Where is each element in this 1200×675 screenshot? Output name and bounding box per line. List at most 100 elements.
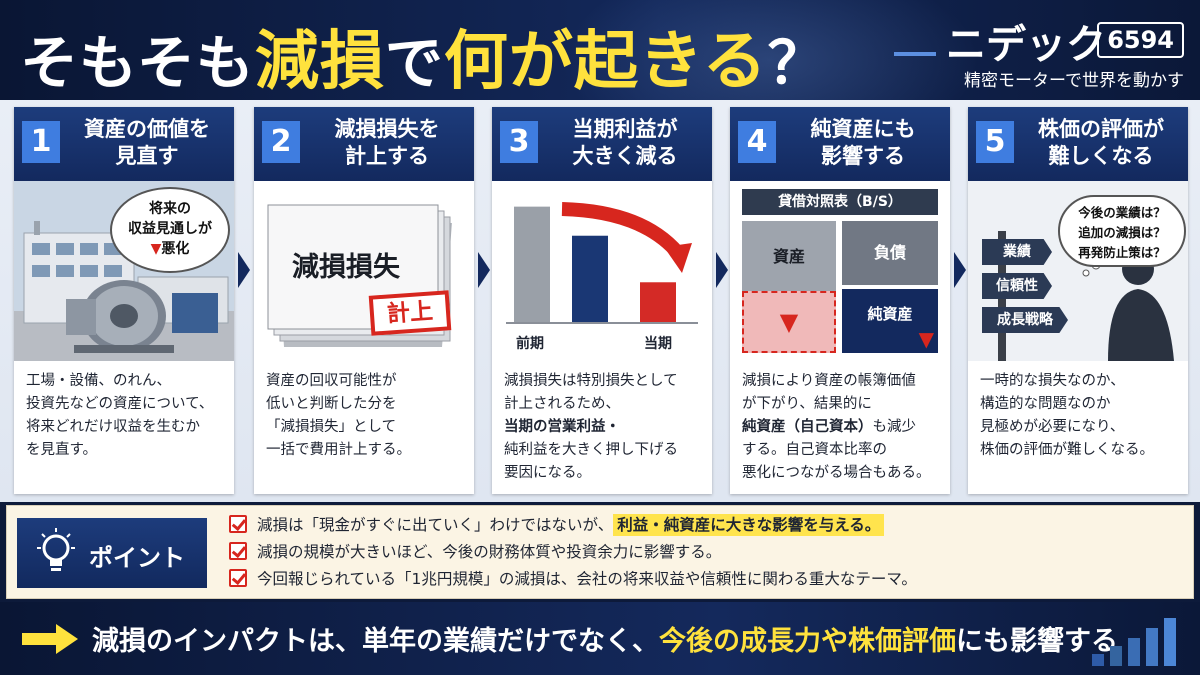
document-illustration: 減損損失 計上	[254, 181, 474, 361]
title-part2: で	[384, 29, 444, 97]
down-arrow-icon: ▼	[918, 327, 934, 351]
description-line: 一括で費用計上する。	[266, 442, 411, 458]
balance-sheet-illustration: 貸借対照表（B/S） 資産 ▼ 負債 純資産 ▼	[730, 181, 950, 361]
lightbulb-icon	[37, 528, 75, 571]
bubble-line: 収益見通しが	[128, 221, 212, 237]
chevron-right-icon	[238, 252, 250, 288]
step-number: 1	[22, 121, 60, 163]
description-line: 減損損失は特別損失として	[504, 373, 678, 389]
profit-bar-2	[572, 235, 608, 323]
step-header: 2 減損損失を 計上する	[254, 107, 474, 181]
growth-bars-icon	[1092, 618, 1176, 666]
description-line: する。自己資本比率の	[742, 442, 887, 458]
description-line: 工場・設備、のれん、	[26, 373, 171, 389]
point-label: ポイント	[89, 544, 185, 572]
down-arrow-icon: ▼	[779, 308, 799, 336]
decline-arrow-head	[664, 243, 692, 273]
description-line: 構造的な問題なのか	[980, 396, 1111, 412]
down-arrow-icon: ▼	[150, 241, 162, 257]
description-line: 将来どれだけ収益を生むか	[26, 419, 200, 435]
step-header: 5 株価の評価が 難しくなる	[968, 107, 1188, 181]
point-panel: ポイント 減損は「現金がすぐに出ていく」わけではないが、利益・純資産に大きな影響…	[6, 505, 1194, 599]
bottom-message: 減損のインパクトは、単年の業績だけでなく、今後の成長力や株価評価にも影響する	[92, 626, 1118, 657]
sign-performance: 業績	[982, 239, 1052, 265]
point-item: 減損は「現金がすぐに出ていく」わけではないが、利益・純資産に大きな影響を与える。	[229, 512, 1179, 539]
step-description: 減損損失は特別損失として 計上されるため、 当期の営業利益・ 純利益を大きく押し…	[504, 370, 704, 485]
outlook-bubble: 将来の 収益見通しが ▼悪化	[110, 187, 230, 273]
description-line: 悪化につながる場合もある。	[742, 465, 931, 481]
description-line: 純利益を大きく押し下げる	[504, 442, 678, 458]
title-highlight2: 何が起きる	[443, 25, 768, 99]
bs-assets-label: 資産	[772, 247, 805, 266]
step-title: 株価の評価が 難しくなる	[1020, 116, 1182, 170]
bs-impaired-assets: ▼	[742, 291, 836, 353]
step-title-line: 難しくなる	[1048, 144, 1154, 168]
header: そもそも減損で何が起きる？ ニデック 6594 精密モーターで世界を動かす	[0, 0, 1200, 100]
step-title: 当期利益が 大きく減る	[544, 116, 706, 170]
bubble-line-with-arrow: ▼悪化	[150, 241, 190, 257]
step-description: 一時的な損失なのか、 構造的な問題なのか 見極めが必要になり、 株価の評価が難し…	[980, 370, 1180, 462]
checkbox-checked-icon	[229, 569, 247, 587]
step-card-4: 4 純資産にも 影響する 貸借対照表（B/S） 資産 ▼ 負債 純資産 ▼ 減損…	[730, 107, 950, 494]
description-line: 見極めが必要になり、	[980, 419, 1125, 435]
step-card-2: 2 減損損失を 計上する 減損損失 計上 資産の回収可能性が 低いと判断した分を…	[254, 107, 474, 494]
step-title: 純資産にも 影響する	[782, 116, 944, 170]
impairment-loss-label: 減損損失	[292, 252, 400, 283]
brand-block: ニデック 6594 精密モーターで世界を動かす	[894, 8, 1184, 94]
brand-name: ニデック	[946, 22, 1106, 68]
step-title: 減損損失を 計上する	[306, 116, 468, 170]
question-line: 今後の業績は？	[1078, 205, 1166, 220]
description-line-bold: 当期の営業利益・	[504, 419, 620, 435]
question-line: 再発防止策は？	[1078, 245, 1166, 260]
title-part1: そもそも	[20, 29, 255, 97]
step-title-line: 影響する	[821, 144, 905, 168]
step-header: 3 当期利益が 大きく減る	[492, 107, 712, 181]
step-number: 3	[500, 121, 538, 163]
bubble-line: 将来の	[149, 201, 191, 217]
step-title: 資産の価値を 見直す	[66, 116, 228, 170]
step-title-line: 計上する	[345, 144, 429, 168]
step-header: 1 資産の価値を 見直す	[14, 107, 234, 181]
point-badge: ポイント	[17, 518, 207, 588]
description-line: が下がり、結果的に	[742, 396, 872, 412]
chevron-right-icon	[954, 252, 966, 288]
chart-label-previous: 前期	[516, 336, 544, 352]
step-number: 5	[976, 121, 1014, 163]
step-description: 減損により資産の帳簿価値 が下がり、結果的に 純資産（自己資本）も減少 する。自…	[742, 370, 942, 485]
arrow-right-icon	[22, 624, 78, 654]
question-line: 追加の減損は？	[1078, 225, 1166, 240]
description-line: 資産の回収可能性が	[266, 373, 397, 389]
profit-bar-1	[514, 206, 550, 323]
step-title-line: 純資産にも	[810, 117, 916, 141]
step-title-line: 当期利益が	[572, 117, 678, 141]
profit-bar-3	[640, 282, 676, 323]
description-line: 純資産（自己資本）も減少	[742, 419, 916, 435]
step-description: 資産の回収可能性が 低いと判断した分を 「減損損失」として 一括で費用計上する。	[266, 370, 466, 462]
step-title-line: 見直す	[115, 144, 179, 168]
description-line: 計上されるため、	[504, 396, 620, 412]
bottom-banner: 減損のインパクトは、単年の業績だけでなく、今後の成長力や株価評価にも影響する	[0, 602, 1200, 675]
step-number: 2	[262, 121, 300, 163]
sign-growth-strategy: 成長戦略	[982, 307, 1068, 333]
chevron-right-icon	[478, 252, 490, 288]
title-part3: ？	[767, 29, 827, 97]
checkbox-checked-icon	[229, 515, 247, 533]
questions-bubble: 今後の業績は？ 追加の減損は？ 再発防止策は？	[1058, 195, 1186, 267]
recorded-stamp: 計上	[368, 290, 452, 336]
ticker-code: 6594	[1097, 22, 1184, 58]
checkbox-checked-icon	[229, 542, 247, 560]
step-title-line: 株価の評価が	[1038, 117, 1164, 141]
point-item: 減損の規模が大きいほど、今後の財務体質や投資余力に影響する。	[229, 539, 1179, 566]
profit-chart: 前期 当期	[492, 181, 712, 361]
bs-title: 貸借対照表（B/S）	[742, 189, 938, 215]
title-highlight1: 減損	[254, 25, 385, 99]
description-line: 株価の評価が難しくなる。	[980, 442, 1154, 458]
bottom-highlight: 今後の成長力や株価評価	[659, 626, 956, 657]
description-line: 「減損損失」として	[266, 419, 397, 435]
description-line: を見直す。	[26, 442, 98, 458]
description-line: 一時的な損失なのか、	[980, 373, 1125, 389]
decline-arrow-icon	[561, 202, 684, 258]
point-item: 今回報じられている「1兆円規模」の減損は、会社の将来収益や信頼性に関わる重大なテ…	[229, 566, 1179, 593]
step-number: 4	[738, 121, 776, 163]
bs-liabilities-block: 負債	[842, 221, 938, 285]
